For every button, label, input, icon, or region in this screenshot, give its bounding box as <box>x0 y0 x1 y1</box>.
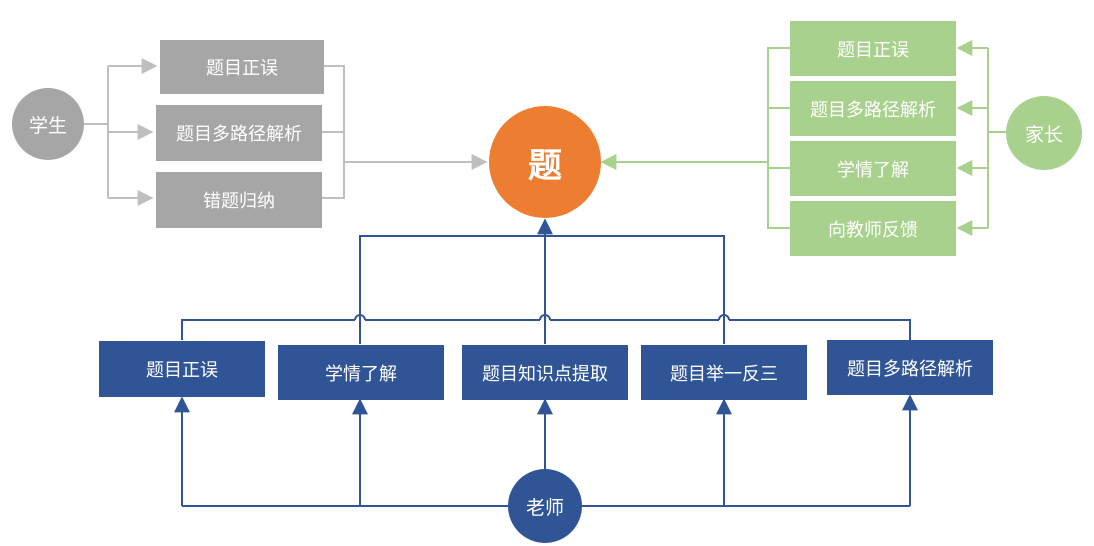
student-node-label: 学生 <box>28 114 67 137</box>
teacher-node: 老师 <box>508 469 582 543</box>
parent-item-correctness: 题目正误 <box>790 21 956 76</box>
teacher-connectors <box>174 218 918 507</box>
student-item-multipath: 题目多路径解析 <box>156 105 322 161</box>
teacher-item-multipath: 题目多路径解析 <box>827 340 993 395</box>
teacher-item-label: 题目知识点提取 <box>482 363 608 385</box>
parent-item-label: 向教师反馈 <box>828 219 918 241</box>
parent-item-multipath: 题目多路径解析 <box>790 81 956 136</box>
parent-node: 家长 <box>1006 96 1082 170</box>
center-node-label: 题 <box>528 145 562 186</box>
parent-item-label: 题目正误 <box>837 39 909 61</box>
teacher-item-label: 题目举一反三 <box>670 363 778 385</box>
center-node-question: 题 <box>489 106 601 218</box>
student-item-correctness: 题目正误 <box>160 40 324 94</box>
parent-connectors <box>600 40 1006 236</box>
teacher-node-label: 老师 <box>525 496 564 519</box>
student-connectors <box>84 58 488 206</box>
parent-item-label: 学情了解 <box>837 159 909 181</box>
student-node: 学生 <box>12 88 84 160</box>
teacher-item-label: 题目正误 <box>146 360 218 381</box>
student-item-label: 错题归纳 <box>203 191 275 212</box>
student-item-label: 题目正误 <box>206 58 278 79</box>
teacher-item-label: 学情了解 <box>325 363 397 385</box>
student-item-wrong-summary: 错题归纳 <box>156 172 322 228</box>
parent-item-feedback: 向教师反馈 <box>790 201 956 256</box>
teacher-item-label: 题目多路径解析 <box>847 358 973 380</box>
student-item-label: 题目多路径解析 <box>176 124 302 145</box>
teacher-item-correctness: 题目正误 <box>99 341 265 397</box>
parent-node-label: 家长 <box>1024 123 1063 146</box>
parent-item-label: 题目多路径解析 <box>810 99 936 121</box>
teacher-item-knowledge-extraction: 题目知识点提取 <box>462 345 628 400</box>
parent-item-learning-status: 学情了解 <box>790 141 956 196</box>
teacher-item-learning-status: 学情了解 <box>278 345 444 400</box>
teacher-item-analogy: 题目举一反三 <box>641 345 807 400</box>
